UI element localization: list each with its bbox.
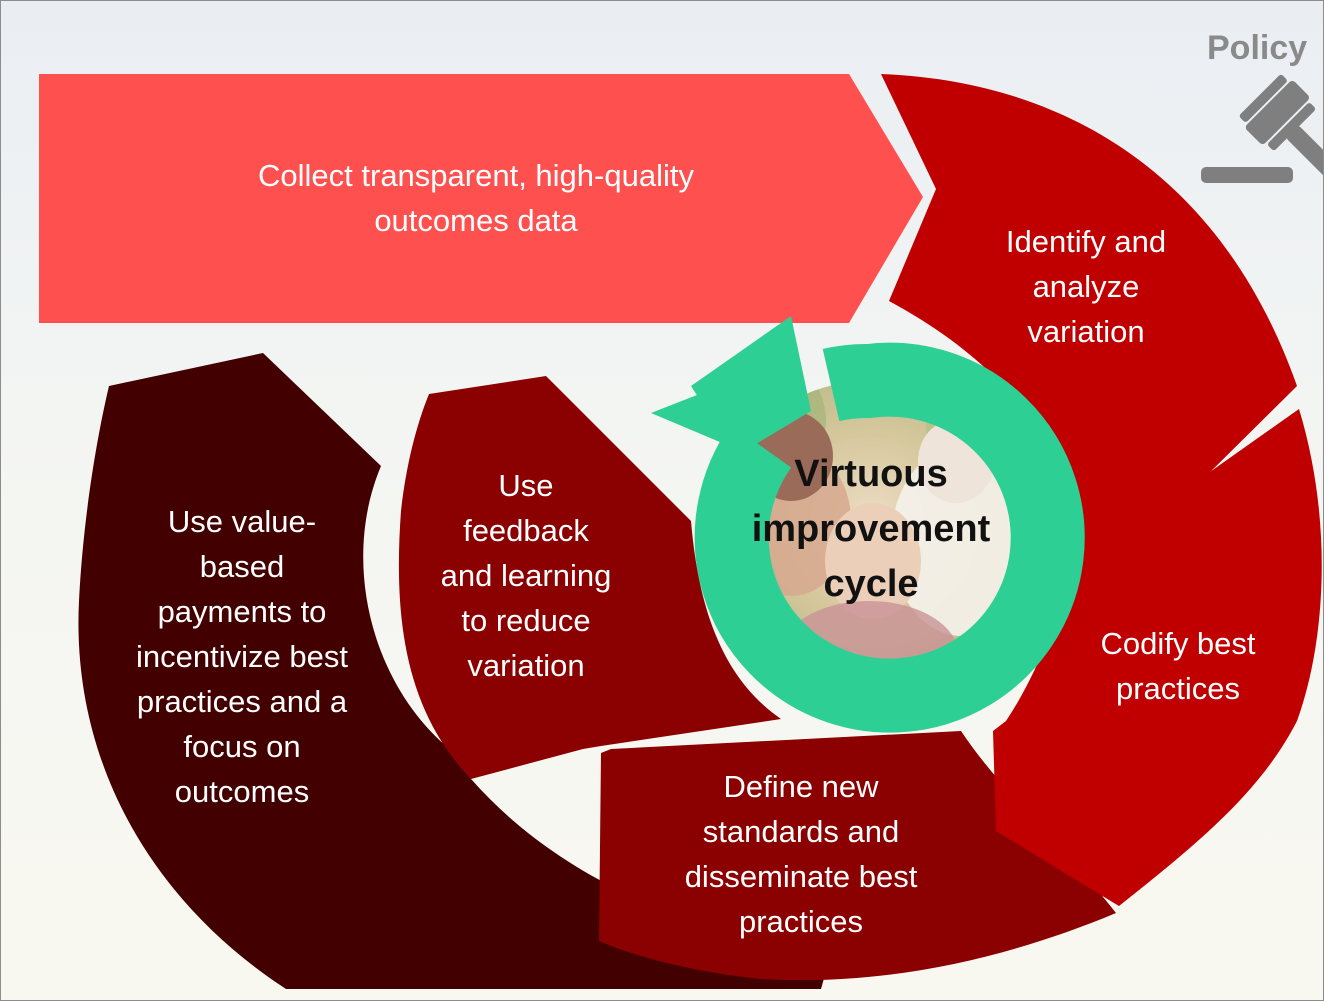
cycle-title: Virtuous improvement cycle [751, 453, 991, 605]
policy-label: Policy [1207, 29, 1308, 67]
step-identify-label: Identify and analyze variation [1005, 224, 1167, 349]
segment-define [599, 731, 1116, 981]
step-payments-label: Use value- based payments to incentivize… [136, 504, 348, 809]
segment-identify [881, 74, 1297, 521]
step-codify-label: Codify best practices [1100, 626, 1256, 706]
step-define-label: Define new standards and disseminate bes… [684, 769, 918, 939]
gavel-icon [1201, 74, 1323, 183]
cycle-ring-arrow [651, 316, 1085, 733]
segment-collect [39, 74, 923, 323]
step-collect-label: Collect transparent, high-quality outcom… [258, 158, 694, 238]
segment-payments [78, 353, 833, 989]
segment-codify [993, 409, 1322, 906]
segment-feedback [398, 376, 781, 779]
step-feedback-label: Use feedback and learning to reduce vari… [440, 468, 612, 683]
